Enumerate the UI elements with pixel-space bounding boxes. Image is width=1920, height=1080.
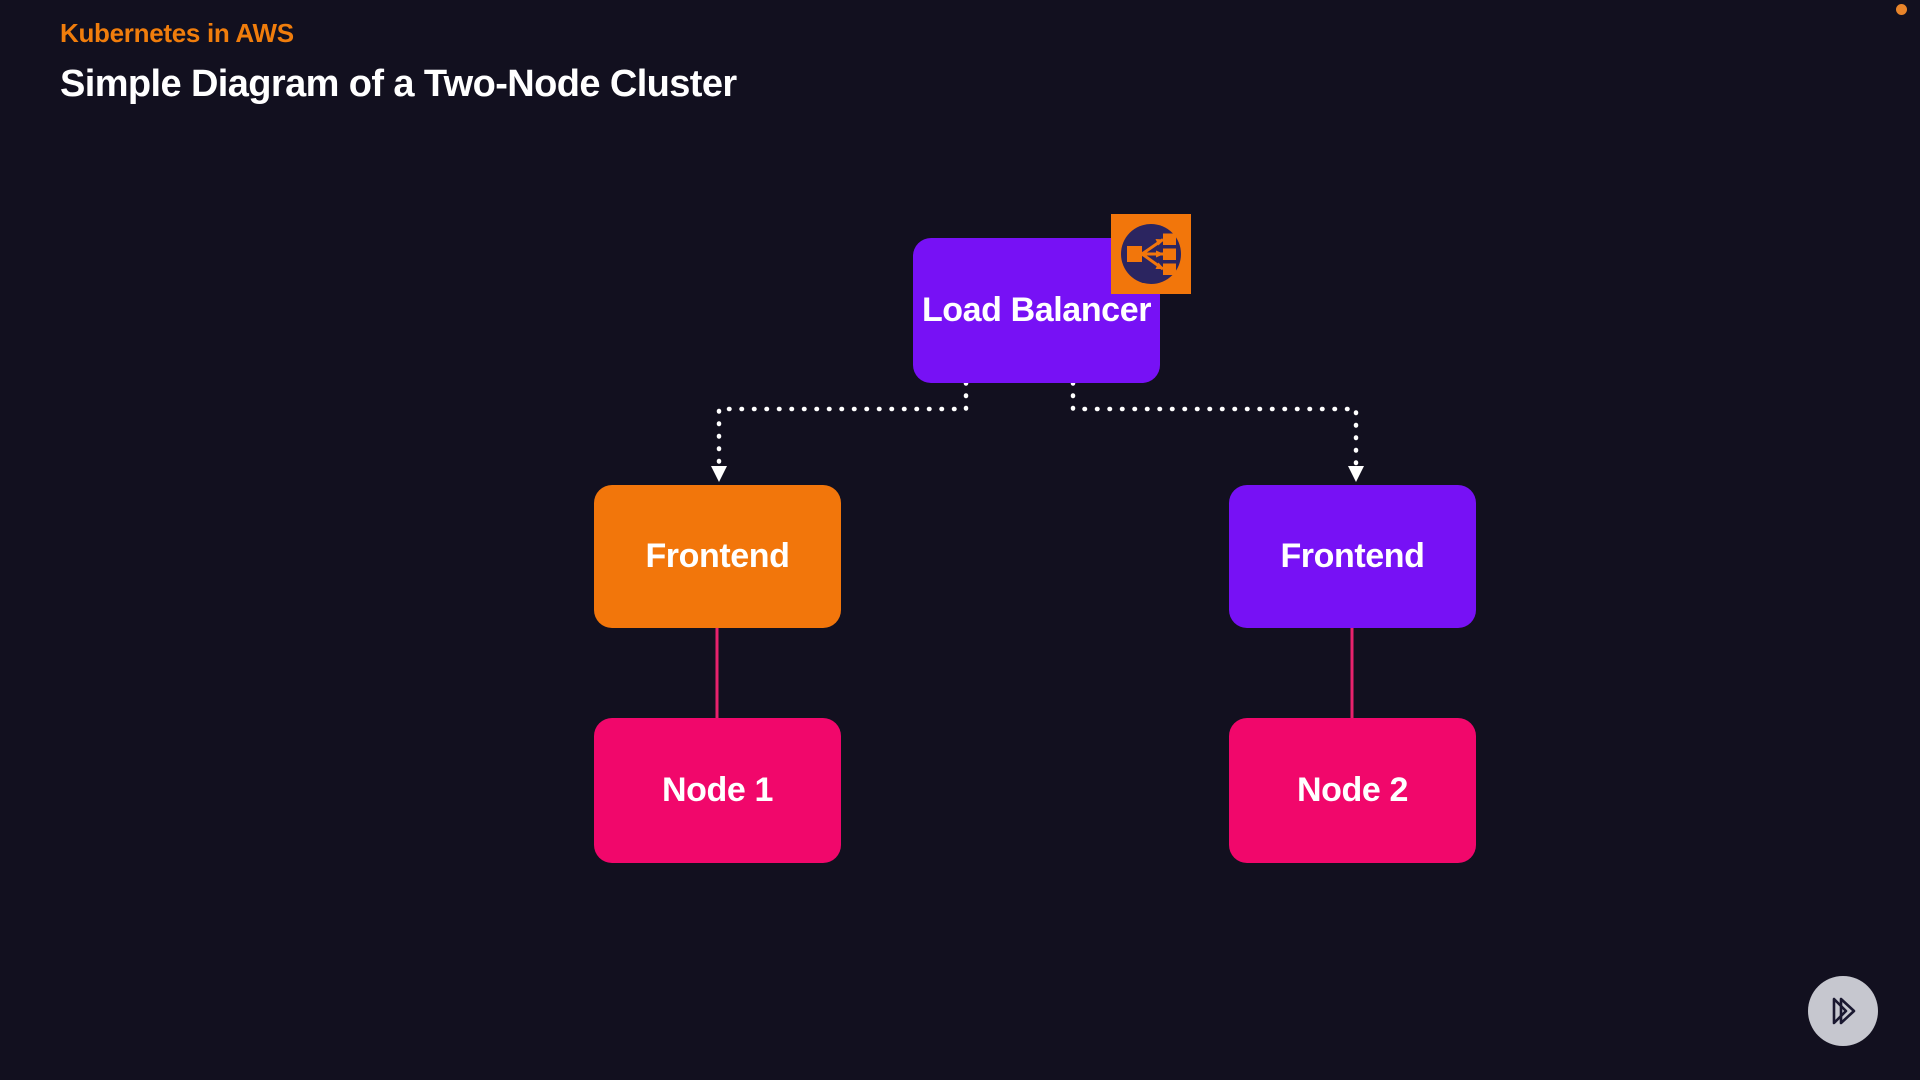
double-play-icon	[1832, 997, 1856, 1025]
node-label: Node 2	[1297, 770, 1408, 809]
eyebrow-label: Kubernetes in AWS	[60, 18, 294, 48]
diagram-node-frontend-left[interactable]: Frontend	[594, 485, 841, 628]
edge-load-balancer-frontend-right	[1070, 380, 1364, 482]
diagram-node-frontend-right[interactable]: Frontend	[1229, 485, 1476, 628]
node-label: Node 1	[662, 770, 773, 809]
edge-load-balancer-frontend-left	[711, 380, 969, 482]
node-label: Frontend	[1280, 536, 1425, 575]
header: Kubernetes in AWS Simple Diagram of a Tw…	[60, 18, 737, 109]
diagram-node-node-1[interactable]: Node 1	[594, 718, 841, 863]
double-play-logo-button[interactable]	[1808, 976, 1878, 1046]
page-title: Simple Diagram of a Two-Node Cluster	[60, 63, 737, 106]
node-label: Frontend	[645, 536, 790, 575]
status-dot	[1896, 4, 1907, 15]
node-label: Load Balancer	[921, 290, 1152, 329]
aws-elastic-load-balancer-icon	[1111, 214, 1191, 294]
diagram-node-node-2[interactable]: Node 2	[1229, 718, 1476, 863]
